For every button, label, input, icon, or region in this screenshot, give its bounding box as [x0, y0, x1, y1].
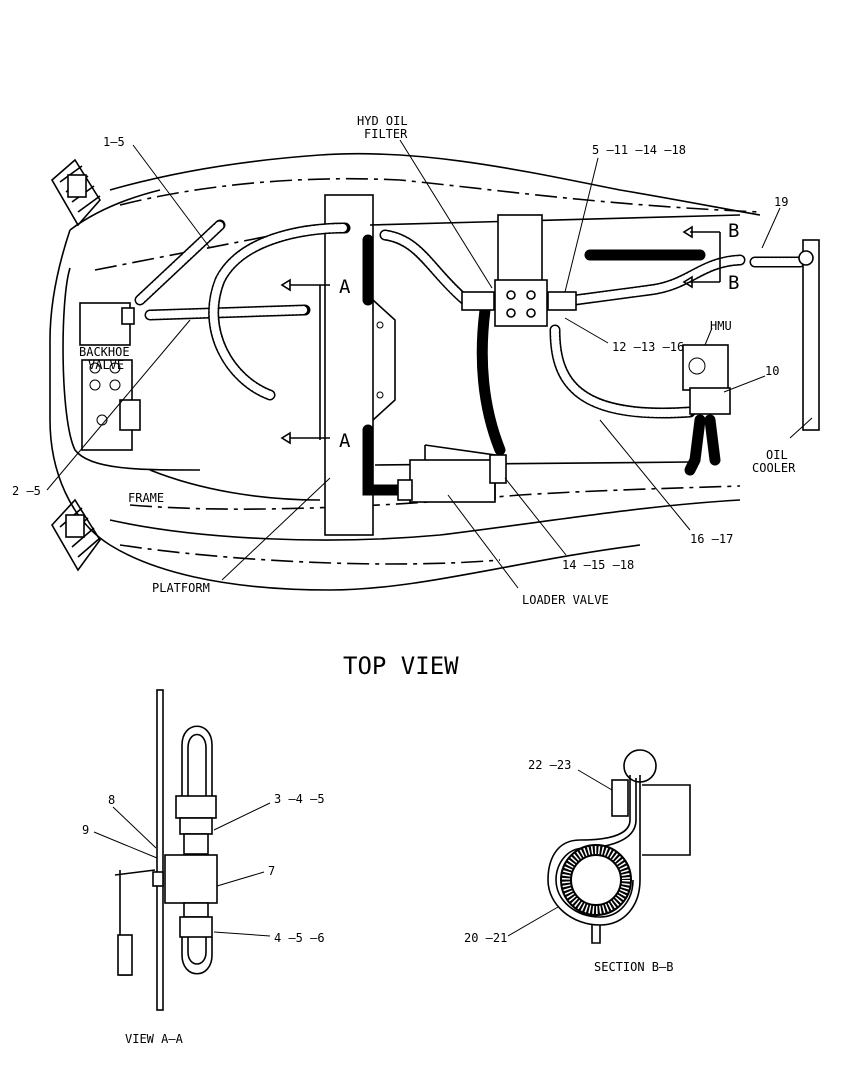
- callout-2-5: 2 —5: [12, 484, 41, 498]
- loader-valve-label: LOADER VALVE: [522, 593, 609, 607]
- hyd-oil-label-line1: HYD OIL: [357, 114, 408, 128]
- frame-label: FRAME: [128, 491, 164, 505]
- left-tire-rear: [51, 498, 101, 572]
- callout-5-11-14-18: 5 —11 —14 —18: [592, 143, 686, 157]
- callout-14-15-18: 14 —15 —18: [562, 558, 634, 572]
- section-marks: [280, 225, 721, 445]
- callout-20-21: 20 —21: [464, 931, 507, 945]
- callout-7: 7: [268, 864, 275, 878]
- callout-3-4-5: 3 —4 —5: [274, 792, 325, 806]
- view-aa-assembly: [93, 689, 271, 1011]
- callout-8: 8: [108, 793, 115, 807]
- backhoe-label-line1: BACKHOE: [79, 345, 130, 359]
- backhoe-valve: [79, 302, 141, 451]
- hmu-label: HMU: [710, 319, 732, 333]
- callout-22-23: 22 —23: [528, 758, 571, 772]
- callout-1-5: 1—5: [103, 135, 125, 149]
- backhoe-label-line2: VALVE: [88, 358, 124, 372]
- platform: [324, 194, 396, 536]
- section-mark-b-bottom: B: [728, 272, 739, 294]
- hoses: [134, 214, 806, 496]
- left-tire-front: [50, 158, 101, 227]
- oil-cooler-label-line2: COOLER: [752, 461, 796, 475]
- oil-cooler: [798, 239, 820, 431]
- section-mark-b-top: B: [728, 220, 739, 242]
- callout-10: 10: [765, 364, 779, 378]
- callout-16-17: 16 —17: [690, 532, 733, 546]
- top-view-title: TOP VIEW: [343, 652, 459, 680]
- section-mark-a-bottom: A: [339, 430, 351, 452]
- loader-valve: [397, 444, 507, 503]
- callout-19: 19: [774, 195, 788, 209]
- hmu: [682, 344, 731, 415]
- section-bb-title: SECTION B—B: [594, 960, 673, 974]
- callout-12-13-16: 12 —13 —16: [612, 340, 684, 354]
- chassis-outline: [49, 152, 761, 591]
- callout-4-5-6: 4 —5 —6: [274, 931, 325, 945]
- top-view-leaders: [46, 139, 813, 589]
- callout-9: 9: [82, 823, 89, 837]
- view-aa-title: VIEW A—A: [125, 1032, 184, 1046]
- section-mark-a-top: A: [339, 276, 351, 298]
- section-bb-clamp: [507, 749, 691, 944]
- hyd-oil-label-line2: FILTER: [364, 127, 408, 141]
- oil-cooler-label-line1: OIL: [766, 448, 788, 462]
- hyd-oil-filter: [461, 214, 577, 327]
- platform-label: PLATFORM: [152, 581, 210, 595]
